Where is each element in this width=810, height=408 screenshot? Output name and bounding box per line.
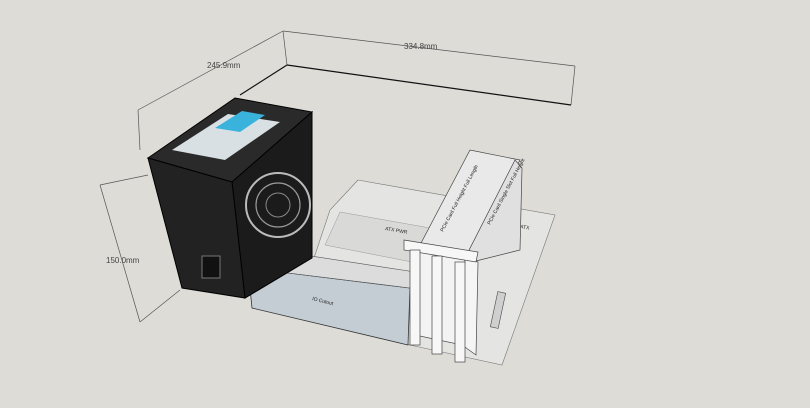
dimension-height[interactable] <box>99 174 181 323</box>
dimension-width-label: 334.8mm <box>404 42 438 51</box>
dimension-depth-label: 245.9mm <box>207 61 241 70</box>
connector <box>489 291 507 329</box>
power-socket-icon <box>201 255 221 279</box>
board-label-left: ATX PWR <box>385 226 408 236</box>
psu-back <box>147 157 246 299</box>
dimension-width[interactable] <box>282 30 576 106</box>
io-panel-label: IO Cutout <box>312 296 335 307</box>
dimension-height-label: 150.0mm <box>106 256 140 265</box>
dimension-depth[interactable] <box>137 30 288 151</box>
board-label-right: ATX <box>520 224 531 232</box>
pcie-bracket <box>403 239 479 363</box>
bounding-box-edges <box>239 64 572 106</box>
power-supply[interactable] <box>146 97 314 299</box>
fan-grille-icon <box>245 172 311 238</box>
